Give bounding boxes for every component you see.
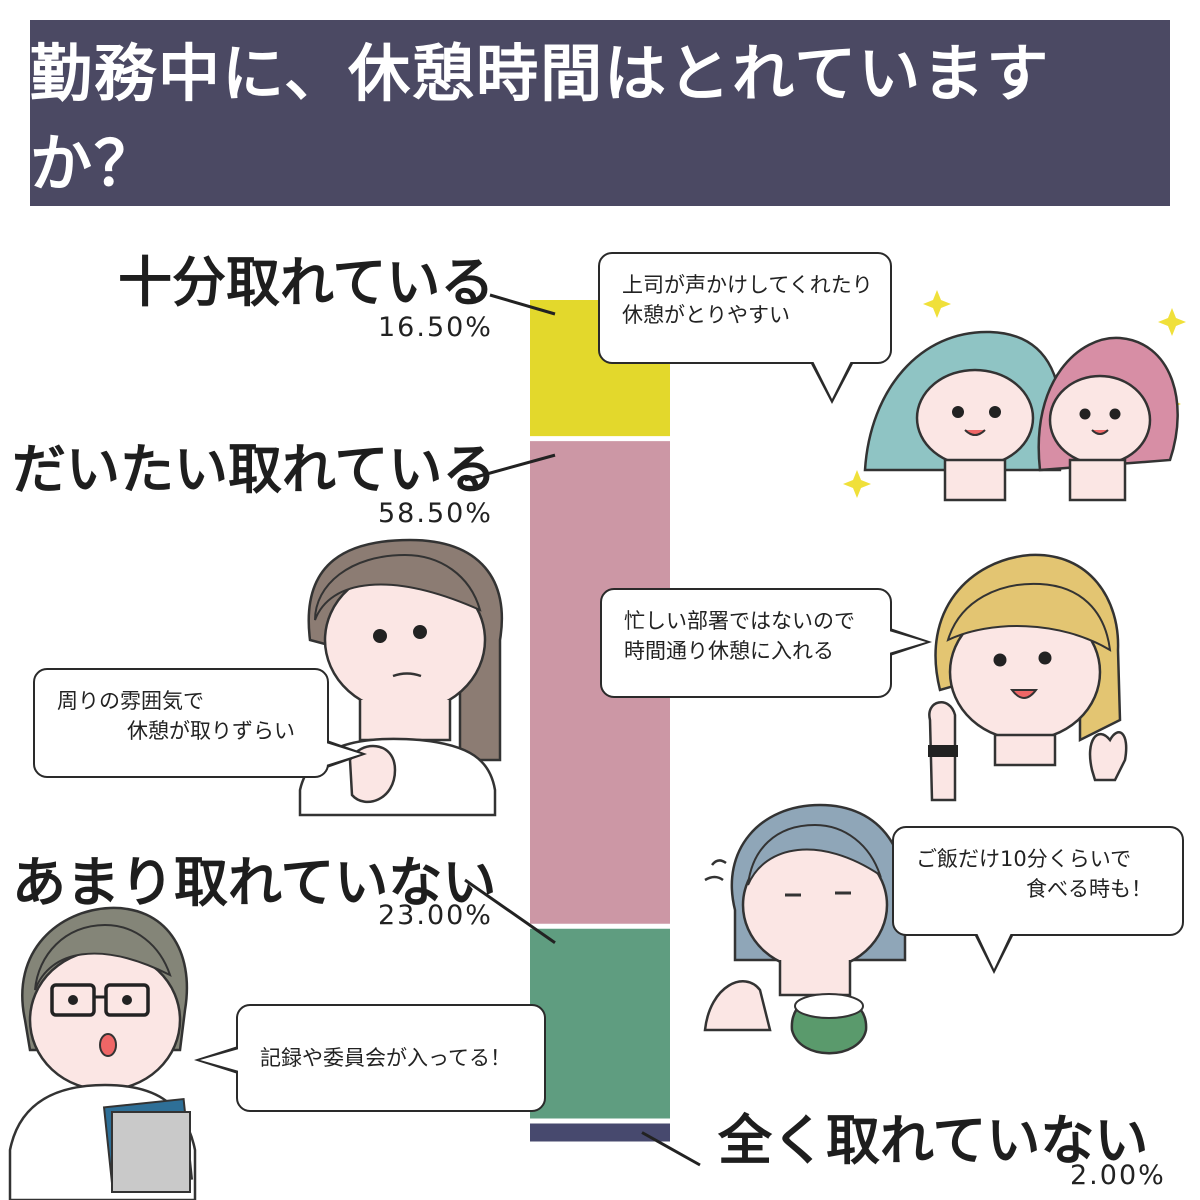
leader-line <box>489 293 556 316</box>
chart-title: 勤務中に、休憩時間はとれていますか？ <box>30 37 1051 200</box>
comment-bubble-atmosphere: 周りの雰囲気で 休憩が取りずらい <box>33 668 367 778</box>
nurse-eating-illustration <box>703 803 908 1055</box>
comment-bubble-boss: 上司が声かけしてくれたり 休憩がとりやすい <box>598 252 892 404</box>
label-mostly: だいたい取れている <box>12 438 497 501</box>
comment-line: 周りの雰囲気で <box>57 689 204 713</box>
leader-line <box>464 878 556 944</box>
nurse-glasses-illustration <box>8 906 197 1200</box>
nurse-blonde-watch-illustration <box>928 553 1128 802</box>
comment-bubble-committee: 記録や委員会が入ってる！ <box>194 1004 546 1112</box>
nurses-happy-illustration <box>843 290 1186 502</box>
comment-line: 記録や委員会が入ってる！ <box>260 1045 511 1070</box>
leader-line <box>641 1131 701 1167</box>
label-none: 全く取れていない <box>718 1109 1149 1172</box>
comment-line: 休憩がとりやすい <box>622 303 790 328</box>
comment-line: 時間通り休憩に入れる <box>624 639 834 664</box>
comment-line: 休憩が取りずらい <box>127 719 295 744</box>
comment-line: ご飯だけ10分くらいで <box>916 847 1132 871</box>
title-banner: 勤務中に、休憩時間はとれていますか？ <box>30 20 1170 206</box>
label-enough: 十分取れている <box>118 251 495 314</box>
label-rarely: あまり取れていない <box>12 851 497 914</box>
comment-line: 上司が声かけしてくれたり <box>622 273 873 297</box>
value-label-none: 2.00% <box>1070 1160 1166 1191</box>
value-label-enough: 16.50% <box>378 312 493 343</box>
value-label-rarely: 23.00% <box>378 900 493 931</box>
leader-line <box>464 453 556 482</box>
comment-line: 食べる時も！ <box>1026 877 1152 902</box>
comment-line: 忙しい部署ではないので <box>624 609 855 633</box>
nurse-worried-illustration <box>298 538 504 817</box>
value-label-mostly: 58.50% <box>378 498 493 529</box>
bar-segment-rarely <box>530 928 670 1119</box>
bar-segment-none <box>530 1123 670 1142</box>
comment-bubble-on-time: 忙しい部署ではないので 時間通り休憩に入れる <box>600 588 932 698</box>
comment-bubble-quick-meal: ご飯だけ10分くらいで 食べる時も！ <box>892 826 1184 974</box>
